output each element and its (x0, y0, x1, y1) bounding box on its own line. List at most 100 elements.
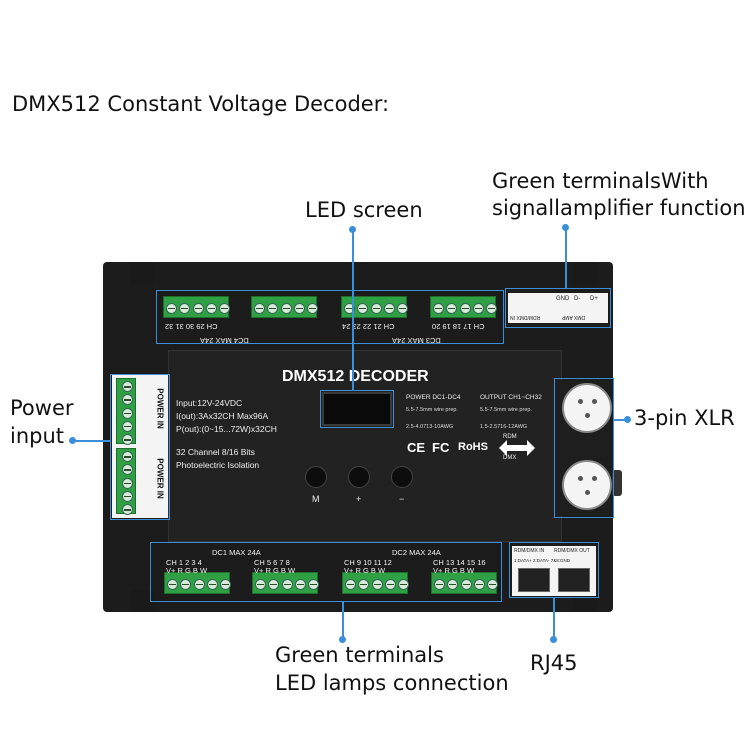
bottom-label-dc2: DC2 MAX 24A (392, 548, 441, 557)
terminal-screw[interactable] (344, 302, 355, 314)
callout-power-line2: input (10, 424, 65, 448)
terminal-screw[interactable] (345, 578, 356, 590)
mount-ear-top-left (130, 262, 154, 284)
minus-button[interactable] (391, 466, 413, 488)
terminal-screw[interactable] (460, 578, 472, 590)
line-rj45 (553, 598, 555, 638)
terminal-block-bottom-3 (342, 572, 409, 594)
rj45-label-out: RDM/DMX OUT (554, 548, 590, 554)
terminal-screw[interactable] (307, 302, 318, 314)
xlr-in-pin-3 (585, 413, 590, 418)
terminal-screw[interactable] (473, 578, 485, 590)
terminal-screw[interactable] (371, 578, 383, 590)
terminal-screw[interactable] (121, 394, 133, 406)
terminal-screw[interactable] (121, 490, 133, 502)
bottom-label-dc1: DC1 MAX 24A (212, 548, 261, 557)
terminal-screw[interactable] (193, 578, 205, 590)
dot-amp (562, 224, 569, 231)
dot-xlr (624, 416, 631, 423)
terminal-screw[interactable] (267, 302, 279, 314)
terminal-screw[interactable] (254, 302, 265, 314)
terminal-screw[interactable] (446, 302, 458, 314)
highlight-top-terminals (156, 290, 504, 344)
xlr-out-connector[interactable] (562, 460, 612, 510)
terminal-screw[interactable] (121, 381, 133, 392)
mount-ear-top-right (573, 262, 597, 284)
line-power-input (72, 440, 110, 442)
xlr-out-pin-1 (578, 476, 583, 481)
terminal-screw[interactable] (255, 578, 266, 590)
power-terminal-block-1 (116, 378, 136, 445)
terminal-block-bottom-4 (431, 572, 498, 594)
highlight-led-screen (320, 390, 394, 428)
terminal-screw[interactable] (219, 302, 230, 314)
terminal-screw[interactable] (459, 302, 471, 314)
terminal-screw[interactable] (370, 302, 382, 314)
rj45-label-in: RDM/DMX IN (514, 548, 545, 554)
terminal-screw[interactable] (179, 302, 191, 314)
terminal-screw[interactable] (121, 420, 133, 432)
highlight-amp-terminals (505, 288, 611, 328)
terminal-screw[interactable] (397, 302, 408, 314)
terminal-screw[interactable] (167, 578, 178, 590)
terminal-screw[interactable] (384, 578, 396, 590)
terminal-screw[interactable] (472, 302, 484, 314)
terminal-screw[interactable] (192, 302, 204, 314)
bottom-label-g3-ch: CH 9 10 11 12 (344, 558, 392, 567)
device-name: DMX512 DECODER (282, 368, 429, 385)
terminal-screw[interactable] (357, 302, 369, 314)
terminal-screw[interactable] (180, 578, 192, 590)
callout-power-line1: Power (10, 396, 74, 420)
terminal-screw[interactable] (358, 578, 370, 590)
output-wire-line-2: 1.5-2.5716-12AWG (480, 424, 528, 430)
highlight-bottom-terminals (150, 542, 502, 602)
terminal-screw[interactable] (293, 302, 305, 314)
rj45-in-port[interactable] (518, 568, 550, 592)
terminal-screw[interactable] (308, 578, 319, 590)
menu-button[interactable] (305, 466, 327, 488)
rj45-out-port[interactable] (558, 568, 590, 592)
terminal-screw[interactable] (121, 434, 133, 445)
terminal-screw[interactable] (206, 578, 218, 590)
power-wire-title: POWER DC1-DC4 (406, 394, 461, 401)
terminal-screw[interactable] (383, 302, 395, 314)
xlr-in-connector[interactable] (562, 383, 612, 433)
callout-lamps-line1: Green terminals (275, 643, 444, 667)
terminal-block-bottom-1 (164, 572, 231, 594)
terminal-screw[interactable] (280, 302, 292, 314)
terminal-screw[interactable] (121, 477, 133, 489)
terminal-screw[interactable] (121, 504, 133, 515)
bottom-label-g1-ch: CH 1 2 3 4 (166, 558, 202, 567)
terminal-screw[interactable] (487, 578, 498, 590)
terminal-screw[interactable] (166, 302, 177, 314)
xlr-in-pin-2 (592, 399, 597, 404)
mount-ear-bottom-left (130, 590, 154, 612)
led-screen (322, 392, 392, 426)
amp-label-d-plus: D+ (590, 296, 598, 302)
terminal-screw[interactable] (294, 578, 306, 590)
plus-button[interactable] (348, 466, 370, 488)
spec-iout: I(out):3Ax32CH Max96A (176, 411, 269, 421)
amp-label-gnd: GND (556, 296, 570, 302)
terminal-screw[interactable] (486, 302, 497, 314)
terminal-screw[interactable] (281, 578, 293, 590)
terminal-screw[interactable] (121, 451, 133, 462)
terminal-screw[interactable] (220, 578, 231, 590)
amp-label-d-minus: D- (574, 296, 581, 302)
power-wire-line-2: 2.5-4.0713-10AWG (406, 424, 454, 430)
terminal-screw[interactable] (434, 578, 445, 590)
cert-ce: CE (407, 440, 426, 455)
terminal-block-top-2 (251, 296, 318, 318)
highlight-rj45 (509, 542, 599, 598)
spec-input: Input:12V-24VDC (176, 398, 243, 408)
highlight-power-input (110, 374, 170, 520)
terminal-screw[interactable] (121, 407, 133, 419)
terminal-screw[interactable] (398, 578, 409, 590)
terminal-screw[interactable] (447, 578, 459, 590)
bottom-label-g1-pin: V+ R G B W (166, 566, 208, 575)
spec-channel: 32 Channel 8/16 Bits (176, 447, 255, 457)
terminal-screw[interactable] (121, 464, 133, 476)
terminal-screw[interactable] (205, 302, 217, 314)
terminal-screw[interactable] (268, 578, 280, 590)
terminal-screw[interactable] (433, 302, 444, 314)
